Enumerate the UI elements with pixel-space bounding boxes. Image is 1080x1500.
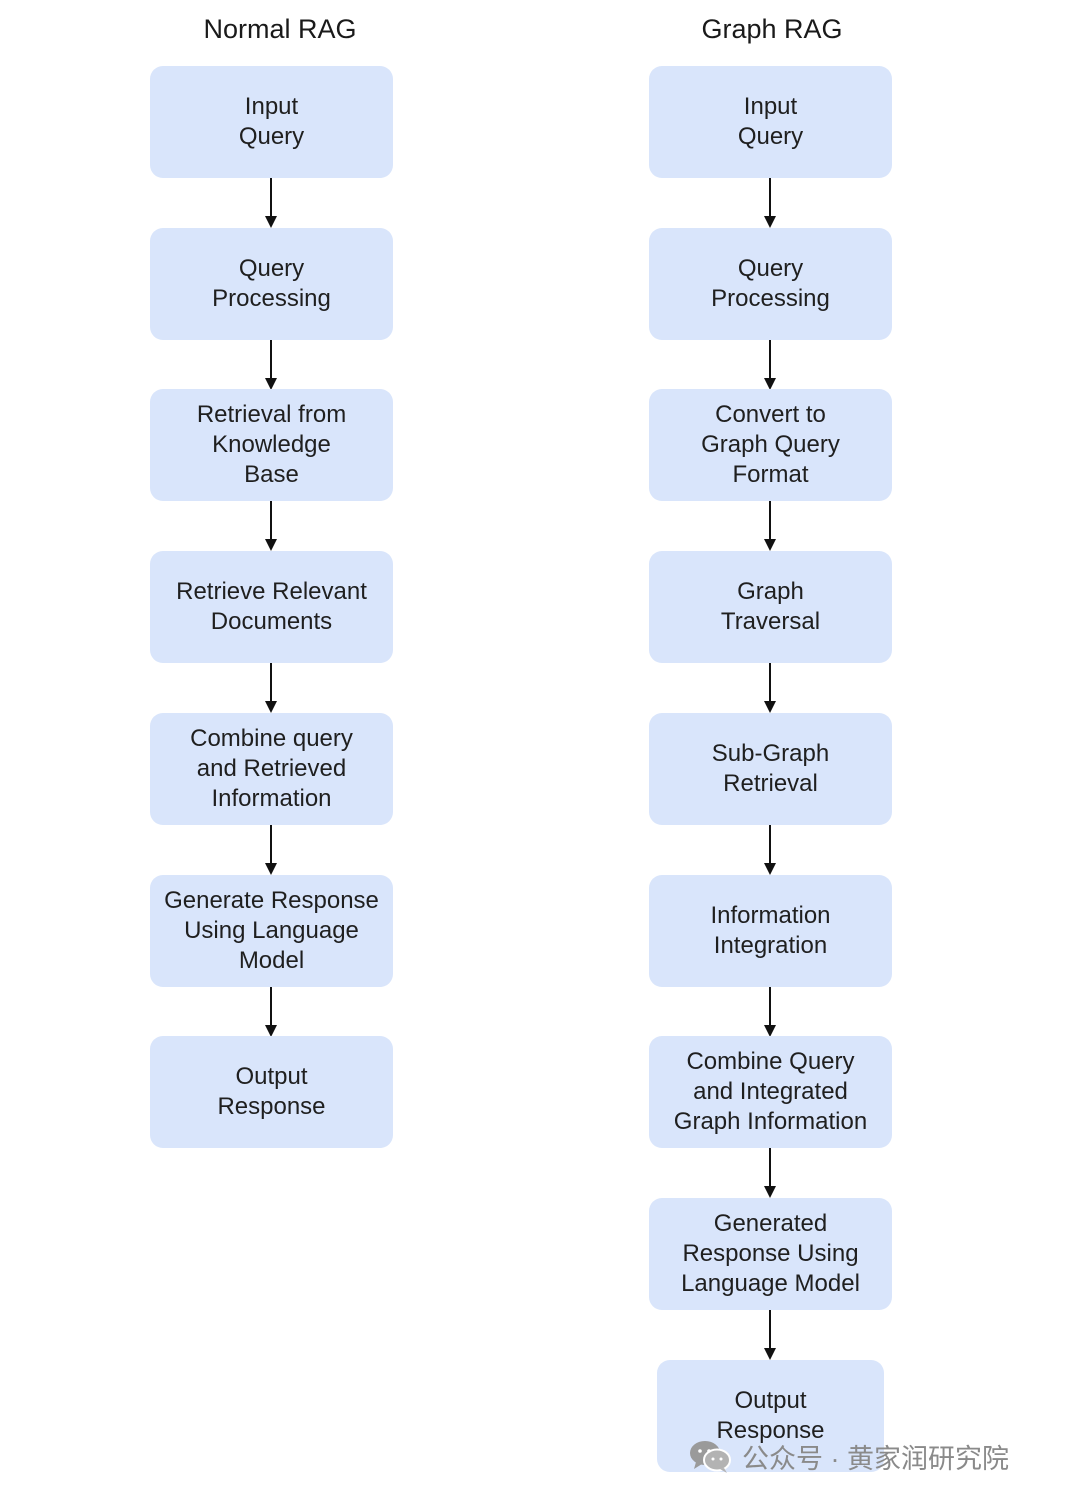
- flow-arrow: [763, 178, 777, 228]
- step-label: Retrieve Relevant Documents: [176, 578, 367, 635]
- normal-step-query-processing: Query Processing: [150, 228, 393, 340]
- graph-step-convert-query-format: Convert to Graph Query Format: [649, 389, 892, 501]
- normal-step-input-query: Input Query: [150, 66, 393, 178]
- flow-arrow: [763, 501, 777, 551]
- step-label: Graph Traversal: [720, 578, 821, 635]
- flow-arrow: [264, 663, 278, 713]
- graph-step-graph-traversal: Graph Traversal: [649, 551, 892, 663]
- watermark-text: 公众号 · 黄家润研究院: [742, 1443, 1009, 1474]
- flow-arrow: [264, 501, 278, 551]
- graph-rag-title: Graph RAG: [701, 14, 843, 44]
- step-label: Generated Response Using Language Model: [681, 1210, 860, 1297]
- flow-arrow: [264, 825, 278, 875]
- flow-arrow: [763, 987, 777, 1037]
- graph-step-information-integration: Information Integration: [649, 875, 892, 987]
- normal-rag-title: Normal RAG: [203, 14, 357, 44]
- step-label: Retrieval from Knowledge Base: [196, 401, 347, 488]
- flow-arrow: [264, 178, 278, 228]
- normal-step-combine-query: Combine query and Retrieved Information: [150, 713, 393, 825]
- graph-step-combine-query: Combine Query and Integrated Graph Infor…: [649, 1036, 892, 1148]
- step-label: Query Processing: [711, 255, 830, 312]
- step-label: Output Response: [217, 1063, 326, 1120]
- flow-arrow: [763, 1148, 777, 1198]
- step-label: Input Query: [737, 93, 804, 150]
- normal-step-retrieve-documents: Retrieve Relevant Documents: [150, 551, 393, 663]
- step-label: Combine query and Retrieved Information: [190, 725, 353, 812]
- flow-arrow: [763, 340, 777, 390]
- normal-step-generate-response: Generate Response Using Language Model: [150, 875, 393, 987]
- watermark: 公众号 · 黄家润研究院: [688, 1436, 1009, 1476]
- graph-step-output-response: Output Response: [657, 1360, 884, 1472]
- wechat-icon: [688, 1438, 732, 1474]
- flow-arrow: [763, 663, 777, 713]
- graph-step-input-query: Input Query: [649, 66, 892, 178]
- flow-arrow: [264, 340, 278, 390]
- flow-arrow: [264, 987, 278, 1037]
- step-label: Output Response: [716, 1387, 825, 1444]
- step-label: Combine Query and Integrated Graph Infor…: [673, 1048, 868, 1135]
- flow-arrow: [763, 825, 777, 875]
- step-label: Sub-Graph Retrieval: [711, 740, 830, 797]
- step-label: Generate Response Using Language Model: [164, 887, 379, 974]
- normal-step-output-response: Output Response: [150, 1036, 393, 1148]
- step-label: Information Integration: [710, 902, 831, 959]
- graph-step-query-processing: Query Processing: [649, 228, 892, 340]
- graph-step-generated-response: Generated Response Using Language Model: [649, 1198, 892, 1310]
- step-label: Convert to Graph Query Format: [701, 401, 840, 488]
- flow-arrow: [763, 1310, 777, 1360]
- step-label: Query Processing: [212, 255, 331, 312]
- step-label: Input Query: [238, 93, 305, 150]
- normal-step-retrieval-knowledge-base: Retrieval from Knowledge Base: [150, 389, 393, 501]
- graph-step-subgraph-retrieval: Sub-Graph Retrieval: [649, 713, 892, 825]
